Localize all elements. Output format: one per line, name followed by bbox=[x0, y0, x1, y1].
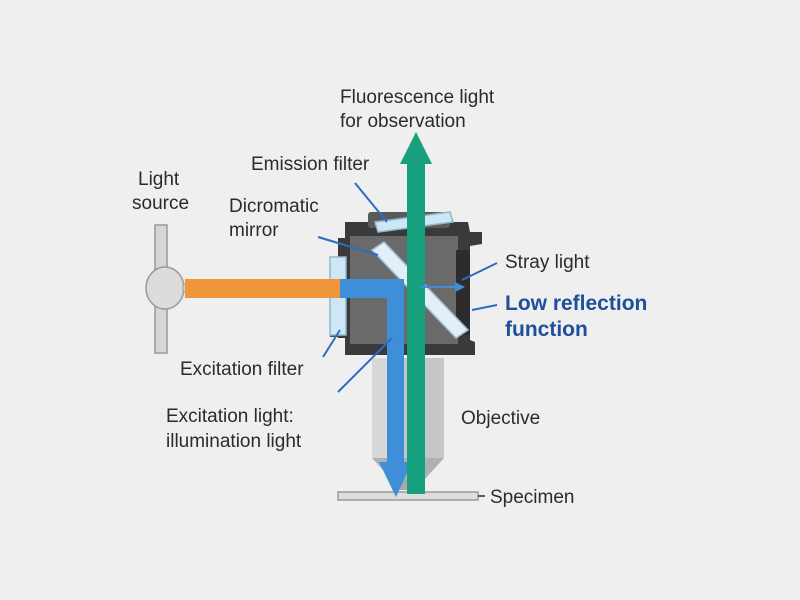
label-excitation-filter: Excitation filter bbox=[180, 359, 304, 380]
label-low-reflection-line1: Low reflection bbox=[505, 292, 647, 315]
label-specimen: Specimen bbox=[490, 487, 575, 508]
label-emission-filter: Emission filter bbox=[251, 154, 370, 175]
leader-emission-filter bbox=[354, 182, 388, 223]
stray-light-arrow bbox=[420, 282, 465, 292]
excitation-beam-source bbox=[185, 279, 345, 298]
excitation-beam bbox=[340, 279, 404, 464]
fluorescence-beam bbox=[407, 162, 425, 494]
label-stray-light: Stray light bbox=[505, 252, 590, 273]
leader-excitation-filter bbox=[322, 329, 341, 358]
arrow-up-icon bbox=[400, 132, 432, 164]
label-objective: Objective bbox=[461, 408, 540, 429]
leader-excitation-light bbox=[337, 337, 393, 393]
label-light-source-line2: source bbox=[132, 193, 189, 214]
light-bulb-icon bbox=[145, 224, 194, 354]
label-excitation-light-line2: illumination light bbox=[166, 431, 302, 452]
label-dicromatic-line2: mirror bbox=[229, 220, 279, 241]
label-dicromatic-line1: Dicromatic bbox=[229, 196, 319, 217]
arrow-down-icon bbox=[379, 462, 412, 497]
label-fluorescence-line2: for observation bbox=[340, 111, 466, 132]
leader-low-reflection bbox=[471, 304, 498, 311]
label-excitation-light-line1: Excitation light: bbox=[166, 406, 294, 427]
label-fluorescence-line1: Fluorescence light bbox=[340, 87, 495, 108]
leader-stray-light bbox=[461, 262, 498, 281]
leader-dicromatic-mirror bbox=[317, 236, 379, 256]
label-low-reflection-line2: function bbox=[505, 318, 588, 341]
label-light-source-line1: Light bbox=[138, 169, 180, 190]
